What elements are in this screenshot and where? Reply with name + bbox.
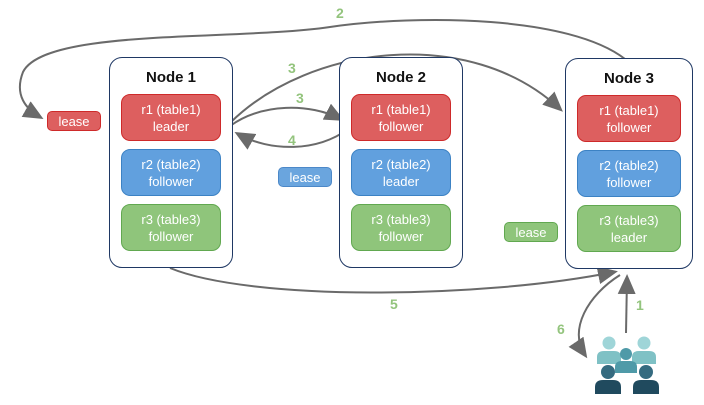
step-label-5: 5 xyxy=(390,296,398,312)
node-1-title: Node 1 xyxy=(145,69,196,86)
step-label-3b: 3 xyxy=(296,90,304,106)
arrow-step-2 xyxy=(18,18,626,119)
replica-name: r2 (table2) xyxy=(141,156,201,172)
lease-tag-blue: lease xyxy=(278,167,332,187)
replica-name: r1 (table1) xyxy=(371,101,431,117)
step-label-1: 1 xyxy=(636,297,644,313)
replica-role: follower xyxy=(606,119,652,135)
arrow-step-3-to-node2 xyxy=(229,103,345,127)
arrow-step-6 xyxy=(568,274,621,359)
node-3-replica-r3: r3 (table3) leader xyxy=(577,205,681,252)
replica-role: follower xyxy=(378,118,424,134)
replica-name: r3 (table3) xyxy=(141,211,201,227)
replica-role: leader xyxy=(152,118,190,134)
replica-name: r1 (table1) xyxy=(599,102,659,118)
node-2-replica-r2: r2 (table2) leader xyxy=(351,149,451,196)
lease-tag-green: lease xyxy=(504,222,558,242)
arrow-step-1 xyxy=(617,274,636,334)
replica-name: r3 (table3) xyxy=(599,212,659,228)
node-1-replica-r3: r3 (table3) follower xyxy=(121,204,221,251)
replica-role: follower xyxy=(148,228,194,244)
step-label-4: 4 xyxy=(288,132,296,148)
step-label-2: 2 xyxy=(336,5,344,21)
replica-role: follower xyxy=(606,174,652,190)
replica-role: leader xyxy=(382,173,420,189)
node-3-replica-r1: r1 (table1) follower xyxy=(577,95,681,142)
replica-role: leader xyxy=(610,229,648,245)
replica-role: follower xyxy=(378,228,424,244)
arrow-step-3-to-node3 xyxy=(230,53,563,123)
node-2-replica-r1: r1 (table1) follower xyxy=(351,94,451,141)
step-label-6: 6 xyxy=(557,321,565,337)
lease-tag-red: lease xyxy=(47,111,101,131)
node-2-replica-r3: r3 (table3) follower xyxy=(351,204,451,251)
replica-name: r2 (table2) xyxy=(599,157,659,173)
node-3-title: Node 3 xyxy=(603,70,654,87)
node-3: Node 3 r1 (table1) follower r2 (table2) … xyxy=(565,58,693,269)
node-1-replica-r1: r1 (table1) leader xyxy=(121,94,221,141)
node-2-title: Node 2 xyxy=(375,69,426,86)
arrow-step-5 xyxy=(169,266,618,294)
users-group-icon xyxy=(595,336,659,394)
node-2: Node 2 r1 (table1) follower r2 (table2) … xyxy=(339,57,463,268)
replica-name: r2 (table2) xyxy=(371,156,431,172)
replica-role: follower xyxy=(148,173,194,189)
node-1: Node 1 r1 (table1) leader r2 (table2) fo… xyxy=(109,57,233,268)
arrow-step-4 xyxy=(234,128,349,150)
replica-name: r1 (table1) xyxy=(141,101,201,117)
step-label-3a: 3 xyxy=(288,60,296,76)
node-3-replica-r2: r2 (table2) follower xyxy=(577,150,681,197)
replica-name: r3 (table3) xyxy=(371,211,431,227)
node-1-replica-r2: r2 (table2) follower xyxy=(121,149,221,196)
